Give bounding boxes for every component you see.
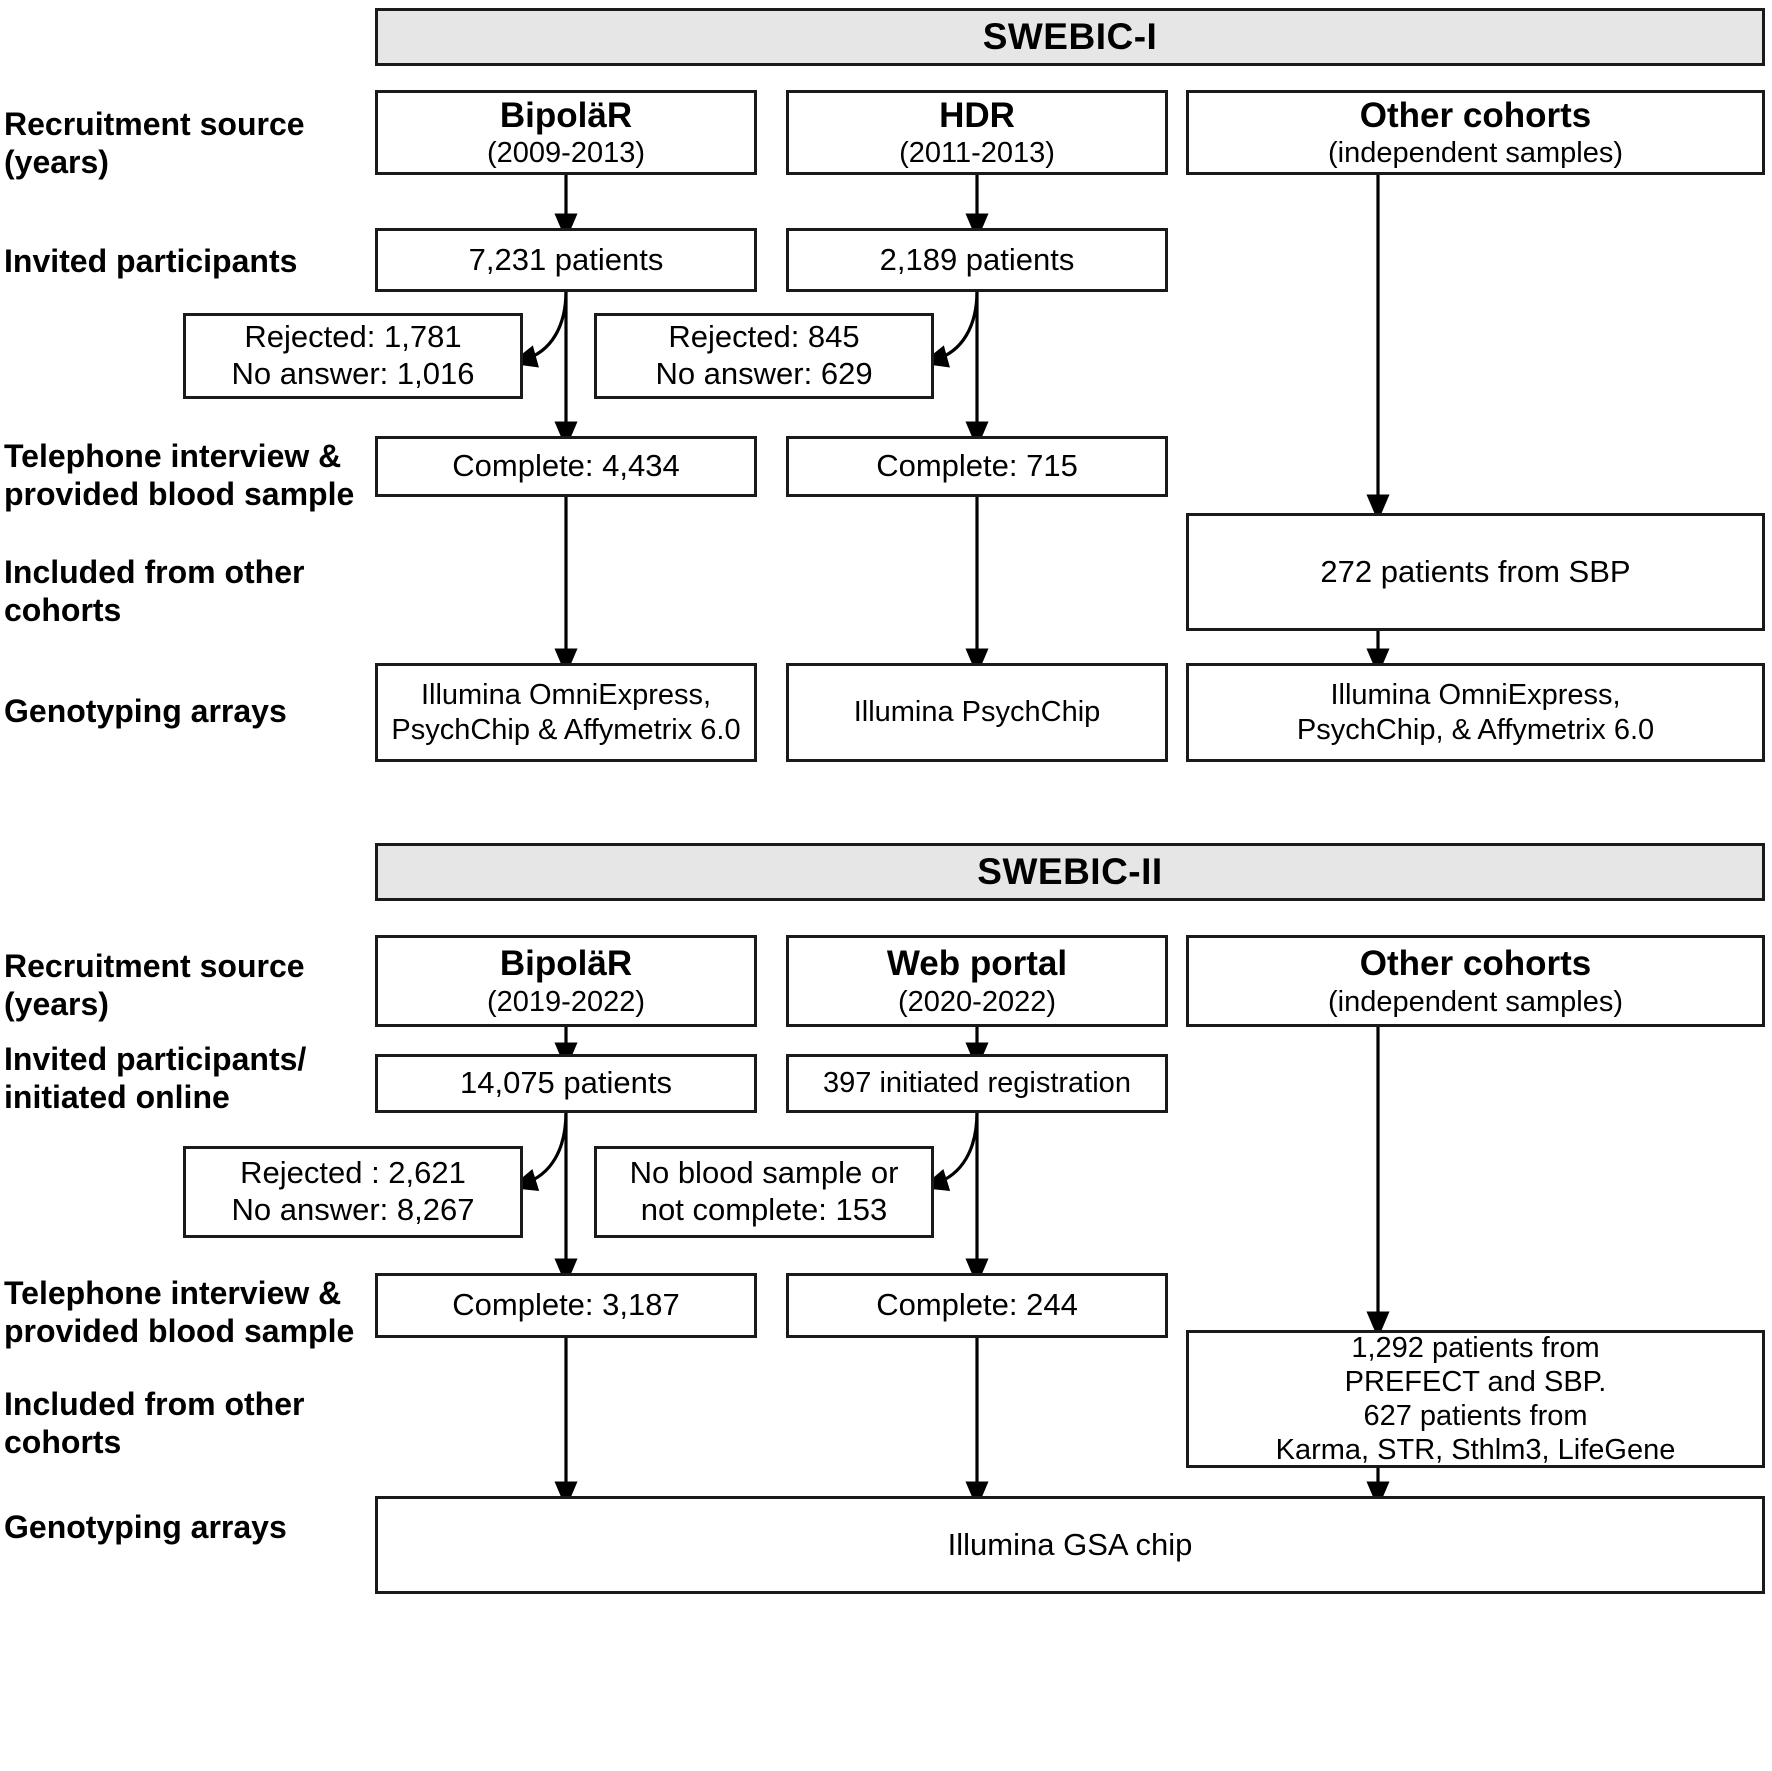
invited-box-web-portal: 397 initiated registration: [786, 1054, 1168, 1113]
source-box-web-portal: Web portal (2020-2022): [786, 935, 1168, 1027]
complete-box-hdr: Complete: 715: [786, 436, 1168, 497]
exclusion-box-bipolar-1: Rejected: 1,781 No answer: 1,016: [183, 313, 523, 399]
source-title: HDR: [939, 95, 1015, 135]
complete-value: Complete: 244: [876, 1287, 1078, 1323]
banner-label: SWEBIC-I: [982, 16, 1158, 58]
source-box-other-cohorts-1: Other cohorts (independent samples): [1186, 90, 1765, 175]
row-label-telephone-interview-2: Telephone interview & provided blood sam…: [4, 1275, 355, 1350]
row-label-genotyping-arrays-2: Genotyping arrays: [4, 1509, 287, 1545]
complete-value: Complete: 4,434: [452, 448, 680, 484]
exclusion-text: No blood sample or not complete: 153: [629, 1155, 899, 1227]
source-title: BipoläR: [499, 944, 633, 984]
complete-box-bipolar-1: Complete: 4,434: [375, 436, 757, 497]
row-label-invited-participants-2: Invited participants/ initiated online: [4, 1041, 307, 1116]
exclusion-text: Rejected: 845 No answer: 629: [655, 319, 873, 391]
invited-value: 7,231 patients: [468, 241, 664, 277]
row-label-included-other-cohorts-2: Included from other cohorts: [4, 1386, 305, 1461]
source-title: Web portal: [886, 944, 1068, 984]
exclusion-box-hdr: Rejected: 845 No answer: 629: [594, 313, 934, 399]
other-cohort-text: 1,292 patients from PREFECT and SBP. 627…: [1275, 1331, 1676, 1467]
source-box-hdr: HDR (2011-2013): [786, 90, 1168, 175]
row-label-genotyping-arrays-1: Genotyping arrays: [4, 693, 287, 729]
section-banner-swebic-1: SWEBIC-I: [375, 8, 1765, 66]
complete-value: Complete: 715: [876, 448, 1078, 484]
genotyping-box-other-cohorts-1: Illumina OmniExpress, PsychChip, & Affym…: [1186, 663, 1765, 762]
row-label-recruitment-source-1: Recruitment source (years): [4, 106, 305, 181]
source-years: (independent samples): [1327, 985, 1623, 1018]
invited-value: 397 initiated registration: [823, 1067, 1131, 1100]
source-years: (2009-2013): [487, 137, 645, 170]
genotyping-text: Illumina GSA chip: [947, 1526, 1193, 1562]
invited-value: 14,075 patients: [459, 1065, 672, 1101]
source-years: (2020-2022): [898, 985, 1056, 1018]
exclusion-box-bipolar-2: Rejected : 2,621 No answer: 8,267: [183, 1146, 523, 1238]
row-label-included-other-cohorts-1: Included from other cohorts: [4, 554, 305, 629]
genotyping-box-shared-swebic-2: Illumina GSA chip: [375, 1496, 1765, 1594]
row-label-recruitment-source-2: Recruitment source (years): [4, 948, 305, 1023]
exclusion-text: Rejected : 2,621 No answer: 8,267: [231, 1155, 475, 1227]
source-box-bipolar-2: BipoläR (2019-2022): [375, 935, 757, 1027]
invited-box-bipolar-2: 14,075 patients: [375, 1054, 757, 1113]
source-title: BipoläR: [499, 95, 633, 135]
complete-box-web-portal: Complete: 244: [786, 1273, 1168, 1338]
source-title: Other cohorts: [1359, 944, 1592, 984]
other-cohort-text: 272 patients from SBP: [1320, 553, 1631, 589]
invited-box-hdr: 2,189 patients: [786, 228, 1168, 292]
genotyping-box-bipolar-1: Illumina OmniExpress, PsychChip & Affyme…: [375, 663, 757, 762]
complete-box-bipolar-2: Complete: 3,187: [375, 1273, 757, 1338]
other-cohort-box-swebic-2: 1,292 patients from PREFECT and SBP. 627…: [1186, 1330, 1765, 1468]
other-cohort-box-swebic-1: 272 patients from SBP: [1186, 513, 1765, 631]
section-banner-swebic-2: SWEBIC-II: [375, 843, 1765, 901]
invited-value: 2,189 patients: [879, 241, 1075, 277]
exclusion-box-web-portal: No blood sample or not complete: 153: [594, 1146, 934, 1238]
source-box-bipolar-1: BipoläR (2009-2013): [375, 90, 757, 175]
genotyping-text: Illumina PsychChip: [853, 696, 1101, 729]
source-years: (2019-2022): [487, 985, 645, 1018]
exclusion-text: Rejected: 1,781 No answer: 1,016: [231, 319, 475, 391]
genotyping-text: Illumina OmniExpress, PsychChip, & Affym…: [1296, 679, 1655, 746]
row-label-telephone-interview-1: Telephone interview & provided blood sam…: [4, 438, 355, 513]
source-box-other-cohorts-2: Other cohorts (independent samples): [1186, 935, 1765, 1027]
source-title: Other cohorts: [1359, 95, 1592, 135]
row-label-invited-participants-1: Invited participants: [4, 243, 298, 279]
invited-box-bipolar-1: 7,231 patients: [375, 228, 757, 292]
genotyping-text: Illumina OmniExpress, PsychChip & Affyme…: [391, 679, 741, 746]
genotyping-box-hdr: Illumina PsychChip: [786, 663, 1168, 762]
banner-label: SWEBIC-II: [977, 851, 1163, 893]
source-years: (2011-2013): [899, 137, 1055, 170]
complete-value: Complete: 3,187: [452, 1287, 680, 1323]
source-years: (independent samples): [1327, 137, 1623, 170]
